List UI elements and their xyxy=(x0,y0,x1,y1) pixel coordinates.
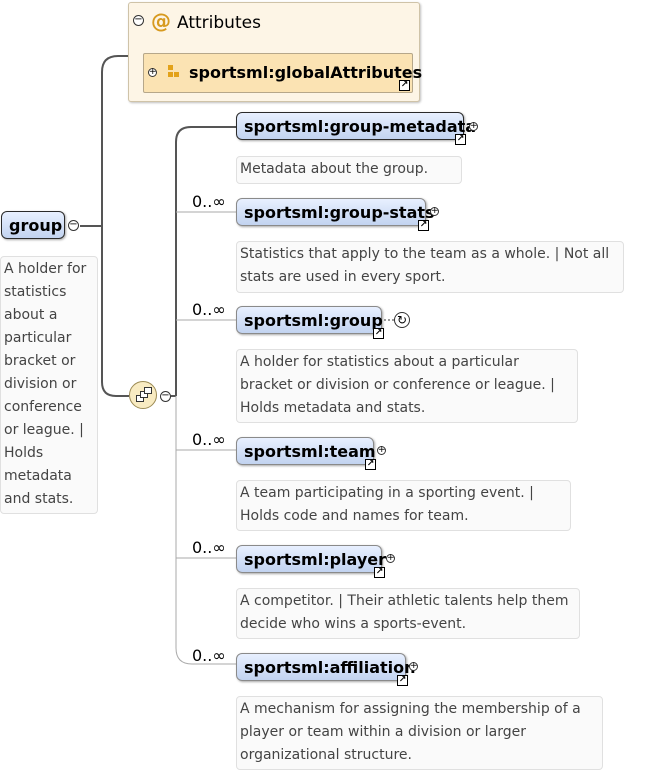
doc-line: Holds metadata and stats. xyxy=(240,400,426,416)
element-doc: A mechanism for assigning the membership… xyxy=(236,696,603,770)
reference-link-icon[interactable]: ↗ xyxy=(399,80,410,91)
cardinality-label: 0..∞ xyxy=(192,646,226,665)
expand-icon[interactable]: + xyxy=(377,445,386,455)
doc-line: player or team within a division or larg… xyxy=(240,724,526,740)
doc-line: A mechanism for assigning the membership… xyxy=(240,701,581,717)
doc-line: Metadata about the group. xyxy=(240,161,429,177)
sequence-compositor-icon[interactable] xyxy=(129,381,157,409)
global-attributes-label: sportsml:globalAttributes xyxy=(189,63,423,82)
root-doc-line: Holds xyxy=(4,445,44,461)
doc-line: Holds code and names for team. xyxy=(240,508,469,524)
element-label: sportsml:group-metadata xyxy=(244,117,477,136)
element-doc: A holder for statistics about a particul… xyxy=(236,349,578,423)
root-doc-line: bracket or xyxy=(4,353,76,369)
doc-line: organizational structure. xyxy=(240,747,412,763)
element-group-stats[interactable]: sportsml:group-stats xyxy=(236,198,435,226)
element-doc: Metadata about the group. xyxy=(236,156,462,184)
root-doc: A holder for statistics about a particul… xyxy=(0,256,98,514)
root-doc-line: statistics xyxy=(4,284,67,300)
recursion-icon[interactable]: ↻ xyxy=(394,312,410,328)
reference-link-icon[interactable]: ↗ xyxy=(365,459,376,470)
expand-icon[interactable]: + xyxy=(386,553,395,563)
root-doc-line: particular xyxy=(4,330,72,346)
cardinality-label: 0..∞ xyxy=(192,192,226,211)
reference-link-icon[interactable]: ↗ xyxy=(455,134,466,145)
element-doc: A competitor. | Their athletic talents h… xyxy=(236,588,580,639)
element-group[interactable]: sportsml:group xyxy=(236,306,383,334)
doc-line: decide who wins a sports-event. xyxy=(240,616,467,632)
root-element-label: group xyxy=(9,216,63,235)
element-label: sportsml:group-stats xyxy=(244,203,435,222)
expand-icon[interactable]: + xyxy=(409,661,418,671)
element-doc: Statistics that apply to the team as a w… xyxy=(236,241,624,293)
doc-line: stats are used in every sport. xyxy=(240,269,446,285)
root-doc-line: and stats. xyxy=(4,491,74,507)
reference-link-icon[interactable]: ↗ xyxy=(397,675,408,686)
doc-line: A holder for statistics about a particul… xyxy=(240,354,519,370)
attribute-at-icon: @ xyxy=(151,9,171,33)
attribute-group-ref[interactable]: + sportsml:globalAttributes ↗ xyxy=(143,53,422,93)
reference-link-icon[interactable]: ↗ xyxy=(374,567,385,578)
attributes-title: Attributes xyxy=(177,13,261,33)
cardinality-label: 0..∞ xyxy=(192,430,226,449)
element-label: sportsml:player xyxy=(244,550,386,569)
expand-icon[interactable]: + xyxy=(469,121,478,131)
element-label: sportsml:team xyxy=(244,442,376,461)
root-doc-line: or league. | xyxy=(4,422,84,438)
expand-global-attributes-icon[interactable]: + xyxy=(148,67,157,77)
element-label: sportsml:group xyxy=(244,311,383,330)
reference-link-icon[interactable]: ↗ xyxy=(418,220,429,231)
reference-link-icon[interactable]: ↗ xyxy=(373,328,384,339)
root-doc-line: metadata xyxy=(4,468,72,484)
element-player[interactable]: sportsml:player xyxy=(236,545,386,573)
doc-line: A competitor. | Their athletic talents h… xyxy=(240,593,569,609)
collapse-sequence-icon[interactable]: − xyxy=(160,390,171,402)
attributes-box: − @ Attributes + sportsml:globalAttribut… xyxy=(128,2,422,102)
root-element-group[interactable]: group xyxy=(1,211,65,239)
root-doc-line: about a xyxy=(4,307,58,323)
element-group-metadata[interactable]: sportsml:group-metadata xyxy=(236,112,476,140)
doc-line: Statistics that apply to the team as a w… xyxy=(240,246,610,262)
element-label: sportsml:affiliation xyxy=(244,658,416,677)
root-doc-line: division or xyxy=(4,376,77,392)
doc-line: bracket or division or conference or lea… xyxy=(240,377,555,393)
expand-icon[interactable]: + xyxy=(430,206,439,216)
collapse-attributes-icon[interactable]: − xyxy=(133,14,144,26)
collapse-root-icon[interactable]: − xyxy=(68,219,79,231)
element-affiliation[interactable]: sportsml:affiliation xyxy=(236,653,416,681)
cardinality-label: 0..∞ xyxy=(192,538,226,557)
element-team[interactable]: sportsml:team xyxy=(236,437,376,465)
root-doc-line: A holder for xyxy=(4,261,87,277)
attribute-group-icon xyxy=(168,65,180,79)
element-doc: A team participating in a sporting event… xyxy=(236,480,571,531)
cardinality-label: 0..∞ xyxy=(192,300,226,319)
doc-line: A team participating in a sporting event… xyxy=(240,485,534,501)
root-doc-line: conference xyxy=(4,399,82,415)
